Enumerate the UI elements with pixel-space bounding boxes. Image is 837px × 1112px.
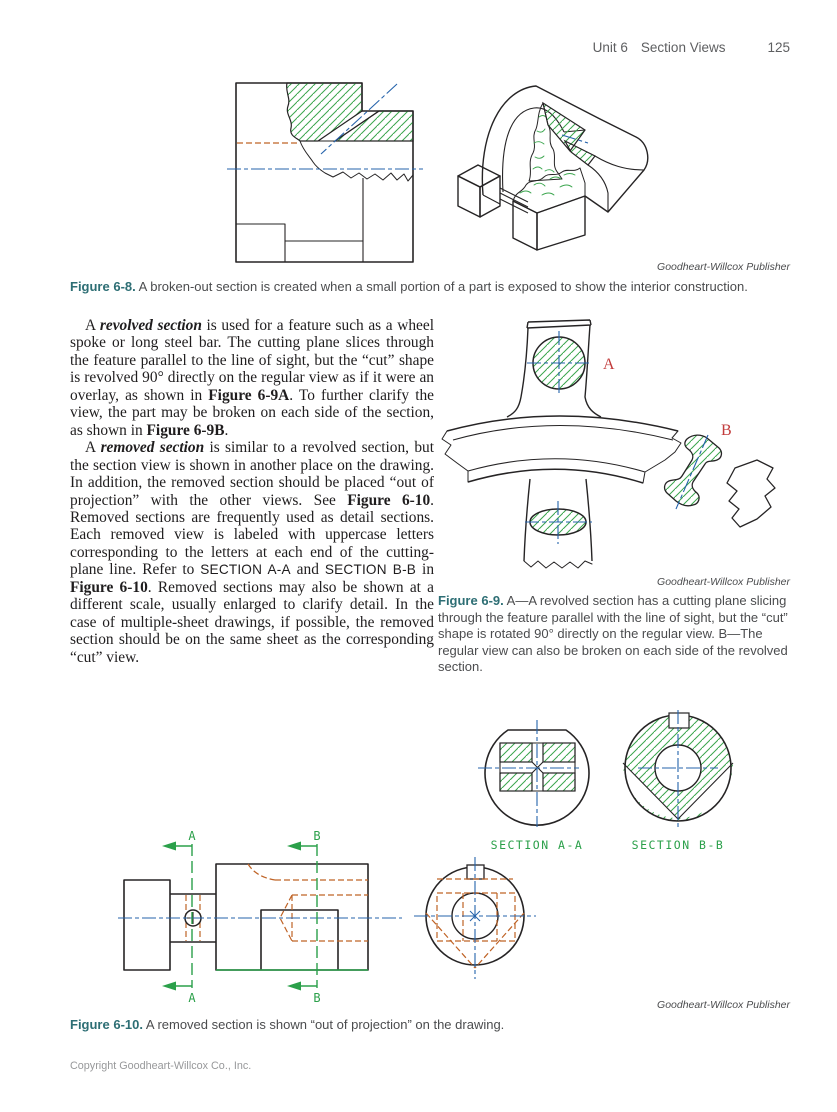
front-view [118, 863, 402, 971]
term-revolved-section: revolved section [99, 317, 202, 334]
text-segment: and [290, 561, 325, 579]
figure-ref: Figure 6-10 [70, 578, 148, 596]
section-cut-faces [542, 101, 596, 166]
figure-6-9-label: Figure 6-9. [438, 593, 504, 608]
cutting-plane-b-top-label: B [313, 829, 320, 843]
section-b-b-view [622, 710, 734, 830]
page-number: 125 [767, 40, 790, 55]
section-ref: SECTION A-A [200, 562, 291, 578]
figure-6-10-label: Figure 6-10. [70, 1017, 143, 1032]
figure-6-8-orthographic-view [227, 82, 423, 263]
text-segment: in [416, 561, 435, 579]
cutting-plane-b-bottom-label: B [313, 991, 320, 1005]
figure-6-8-label: Figure 6-8. [70, 279, 136, 294]
figure-6-10-caption: Figure 6-10. A removed section is shown … [70, 1017, 780, 1034]
section-a-a-view [478, 720, 590, 827]
figure-6-8-isometric-view [457, 85, 649, 251]
text-segment: is used for a feature such as a wheel sp… [70, 317, 434, 404]
figure-6-8-caption: Figure 6-8. A broken-out section is crea… [70, 279, 792, 296]
unit-label: Unit 6 [592, 40, 628, 55]
section-a-a-title: SECTION A-A [491, 838, 584, 852]
text-segment: A [85, 317, 100, 334]
figure-6-9-credit: Goodheart-Willcox Publisher [657, 576, 790, 588]
figure-6-9-caption: Figure 6-9. A—A revolved section has a c… [438, 593, 792, 676]
text-segment: is similar to a revolved section, but th… [70, 439, 434, 509]
wheel-rim [441, 415, 682, 484]
hole-centerline [561, 134, 589, 144]
figure-ref: Figure 6-9B [146, 421, 225, 439]
figure-6-10-caption-text: A removed section is shown “out of proje… [145, 1017, 505, 1032]
term-removed-section: removed section [100, 439, 205, 457]
arch-body [481, 85, 649, 213]
copyright-notice: Copyright Goodheart-Willcox Co., Inc. [70, 1060, 252, 1072]
bottom-spoke [523, 478, 593, 569]
figure-6-9-caption-text: A—A revolved section has a cutting plane… [438, 593, 788, 674]
figure-6-8-caption-text: A broken-out section is created when a s… [138, 279, 748, 294]
marker-a-label: A [603, 356, 615, 373]
section-b-b-title: SECTION B-B [632, 838, 725, 852]
text-segment: . Removed sections may also be shown at … [70, 578, 434, 666]
end-view [414, 857, 536, 979]
figure-6-9-revolved-section-drawing: A B [441, 319, 776, 569]
paragraph-removed-section: A removed section is similar to a revolv… [70, 439, 434, 666]
text-segment: . [224, 421, 229, 439]
cutting-plane-a-bottom-label: A [188, 991, 196, 1005]
cutting-plane-a-top-label: A [188, 829, 196, 843]
figure-ref: Figure 6-10 [347, 491, 431, 509]
chapter-title: Section Views [640, 40, 726, 55]
text-segment: . To further clarify the view, the part … [70, 386, 435, 439]
paragraph-revolved-section: A revolved section is used for a feature… [70, 317, 434, 439]
cutting-plane-b: B B [287, 829, 321, 1005]
broken-out-hatching [285, 82, 414, 182]
top-spoke [506, 319, 602, 418]
text-segment: . Removed sections are frequently used a… [70, 491, 435, 579]
text-segment: A [85, 439, 101, 457]
base-block [512, 167, 586, 251]
figure-6-10-removed-section-drawing: SECTION A-A SECTION B-B [118, 710, 734, 1005]
figure-6-10-credit: Goodheart-Willcox Publisher [657, 999, 790, 1011]
slot-centerline [320, 83, 398, 155]
body-text-column: A revolved section is used for a feature… [70, 317, 434, 666]
figure-6-8-credit: Goodheart-Willcox Publisher [657, 261, 790, 273]
section-ref: SECTION B-B [324, 562, 417, 578]
cutting-plane-a: A A [162, 829, 196, 1005]
figure-ref: Figure 6-9A [208, 386, 290, 404]
broken-spoke-with-revolved-section [663, 434, 776, 528]
left-cube-and-bar [457, 164, 529, 218]
marker-b-label: B [721, 422, 732, 439]
running-head: Unit 6 Section Views 125 [593, 40, 790, 55]
